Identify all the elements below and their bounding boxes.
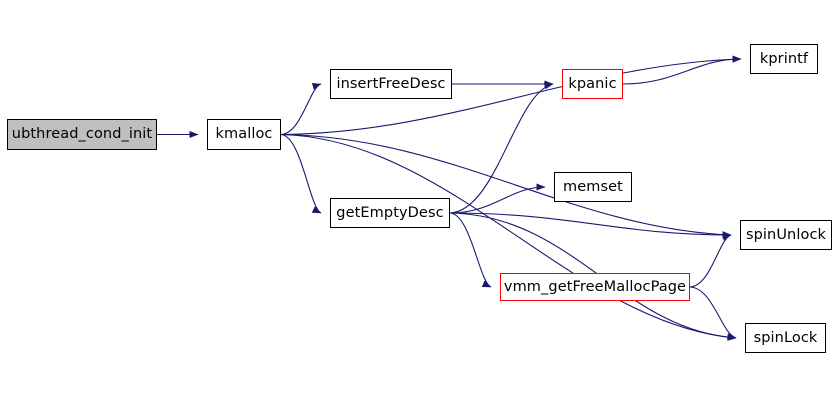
edge-vmm_getFreeMallocPage-to-spinLock bbox=[689, 286, 737, 340]
edge-getEmptyDesc-to-memset bbox=[449, 183, 546, 214]
edge-getEmptyDesc-to-spinUnlock bbox=[449, 212, 732, 239]
node-label: insertFreeDesc bbox=[336, 75, 446, 92]
node-spinUnlock[interactable]: spinUnlock bbox=[740, 220, 832, 250]
edge-kmalloc-to-insertFreeDesc bbox=[280, 83, 322, 136]
node-kpanic[interactable]: kpanic bbox=[562, 69, 623, 99]
node-memset[interactable]: memset bbox=[554, 172, 632, 202]
edge-kmalloc-to-spinLock bbox=[280, 133, 737, 341]
node-kprintf[interactable]: kprintf bbox=[750, 44, 818, 74]
edge-getEmptyDesc-to-vmm_getFreeMallocPage bbox=[449, 212, 492, 288]
node-spinLock[interactable]: spinLock bbox=[745, 323, 826, 353]
node-insertFreeDesc[interactable]: insertFreeDesc bbox=[330, 69, 452, 99]
node-label: ubthread_cond_init bbox=[11, 126, 153, 143]
node-kmalloc[interactable]: kmalloc bbox=[207, 119, 281, 150]
edge-kmalloc-to-getEmptyDesc bbox=[280, 133, 322, 214]
node-label: spinLock bbox=[753, 329, 818, 346]
node-label: kpanic bbox=[568, 75, 617, 92]
node-getEmptyDesc[interactable]: getEmptyDesc bbox=[330, 198, 450, 228]
node-vmm_getFreeMallocPage[interactable]: vmm_getFreeMallocPage bbox=[500, 273, 690, 301]
edge-kpanic-to-kprintf bbox=[622, 55, 742, 85]
edge-vmm_getFreeMallocPage-to-spinUnlock bbox=[689, 234, 732, 288]
node-label: kmalloc bbox=[215, 126, 273, 143]
node-label: kprintf bbox=[759, 50, 809, 67]
node-label: memset bbox=[563, 178, 623, 195]
node-ubthread_cond_init[interactable]: ubthread_cond_init bbox=[7, 119, 157, 150]
node-label: vmm_getFreeMallocPage bbox=[503, 278, 687, 295]
node-label: spinUnlock bbox=[745, 226, 827, 243]
node-label: getEmptyDesc bbox=[336, 204, 444, 221]
edge-getEmptyDesc-to-kpanic bbox=[449, 82, 554, 214]
